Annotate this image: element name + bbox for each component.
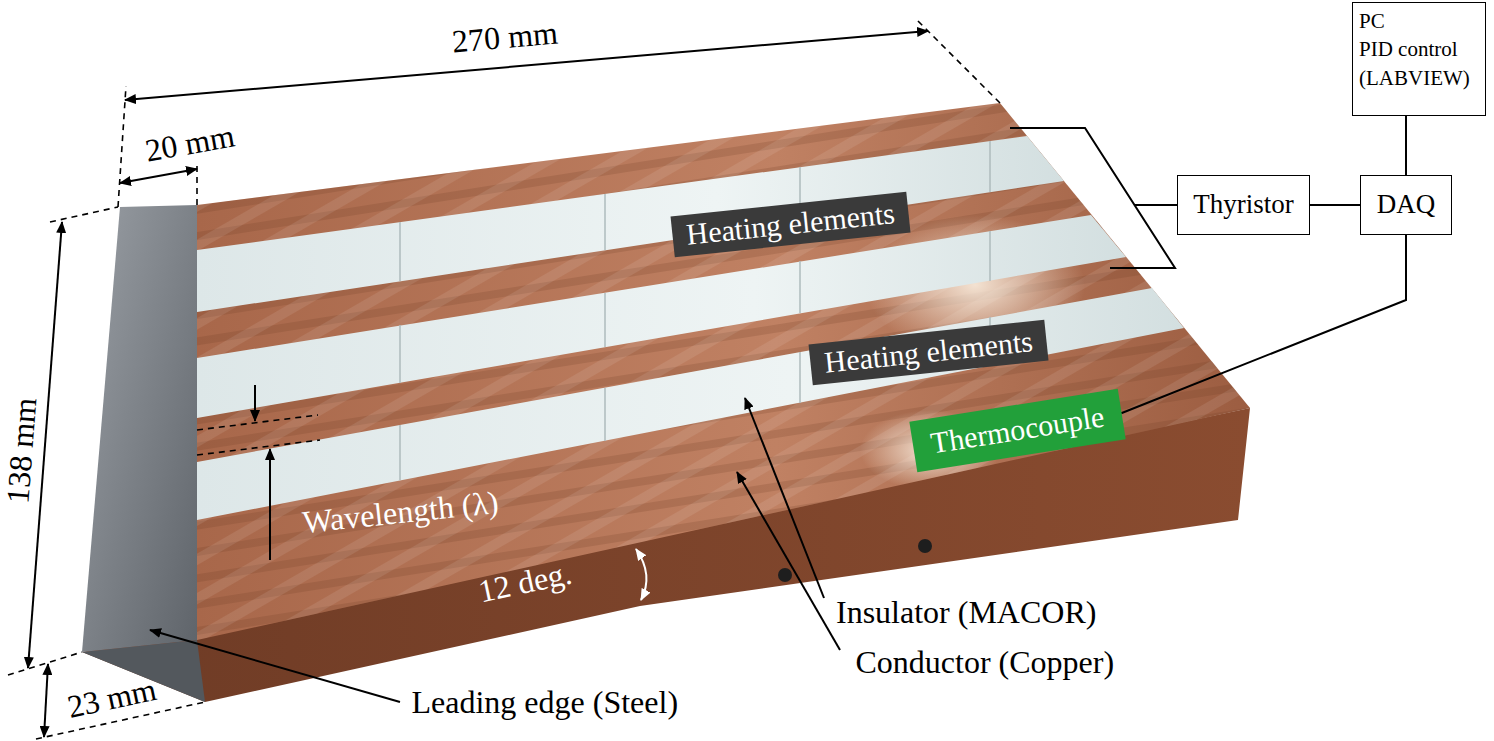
connector-line <box>1405 116 1407 175</box>
dimension-arrow <box>44 664 48 737</box>
tile-joint <box>604 388 606 441</box>
node-text: Thyristor <box>1193 189 1294 220</box>
leader-lines <box>150 398 840 702</box>
node-text: PC <box>1359 7 1479 35</box>
node-text: DAQ <box>1377 189 1436 220</box>
wavelength-arrow <box>269 449 271 560</box>
part-label: Insulator (MACOR) <box>836 595 1096 630</box>
extension-line <box>118 86 126 207</box>
bolt-hole <box>778 568 792 582</box>
wavelength-mark <box>197 415 318 430</box>
extension-line <box>50 207 118 222</box>
wavelength-arrow <box>254 385 256 421</box>
tile-joint <box>989 231 991 281</box>
dimension-label: 138 mm <box>0 396 43 504</box>
tile-joint <box>604 194 606 250</box>
copper-sheen <box>197 103 1250 640</box>
copper-ridges <box>197 103 1250 640</box>
thyristor-box: Thyristor <box>1177 175 1310 235</box>
heater-bracket <box>1010 128 1175 268</box>
tile-joint <box>604 293 606 347</box>
extension-line <box>8 652 82 675</box>
dimension-label: 23 mm <box>64 672 159 725</box>
dimension-label: 270 mm <box>451 15 559 59</box>
wavelength-mark <box>197 440 320 455</box>
copper-top-face <box>197 103 1250 640</box>
tile-joint <box>799 352 801 403</box>
computer-box: PCPID control (LABVIEW) <box>1352 2 1486 116</box>
steel-leading-edge <box>82 205 197 652</box>
part-label: Conductor (Copper) <box>856 645 1115 680</box>
tile-joints <box>400 141 990 480</box>
heater-wire <box>1134 204 1177 206</box>
tile-joint <box>399 222 401 281</box>
leader-line <box>150 630 400 702</box>
connector-line <box>1310 204 1360 206</box>
extension-line <box>196 165 198 205</box>
dimension-label: 20 mm <box>143 118 238 168</box>
dimension-arrow <box>120 169 197 183</box>
tile-joint <box>799 261 801 313</box>
connector-line <box>1121 235 1406 413</box>
leader-line <box>737 472 840 650</box>
tile-joint <box>989 141 991 192</box>
part-label: Leading edge (Steel) <box>412 685 679 720</box>
tile-joint <box>399 425 401 480</box>
angle-arc <box>636 549 646 600</box>
tile-joint <box>399 325 401 383</box>
insulator-strip <box>197 288 1184 520</box>
bolt-hole <box>918 539 932 553</box>
leader-line <box>745 398 824 598</box>
node-text: PID control (LABVIEW) <box>1359 35 1479 92</box>
daq-box: DAQ <box>1360 175 1452 235</box>
